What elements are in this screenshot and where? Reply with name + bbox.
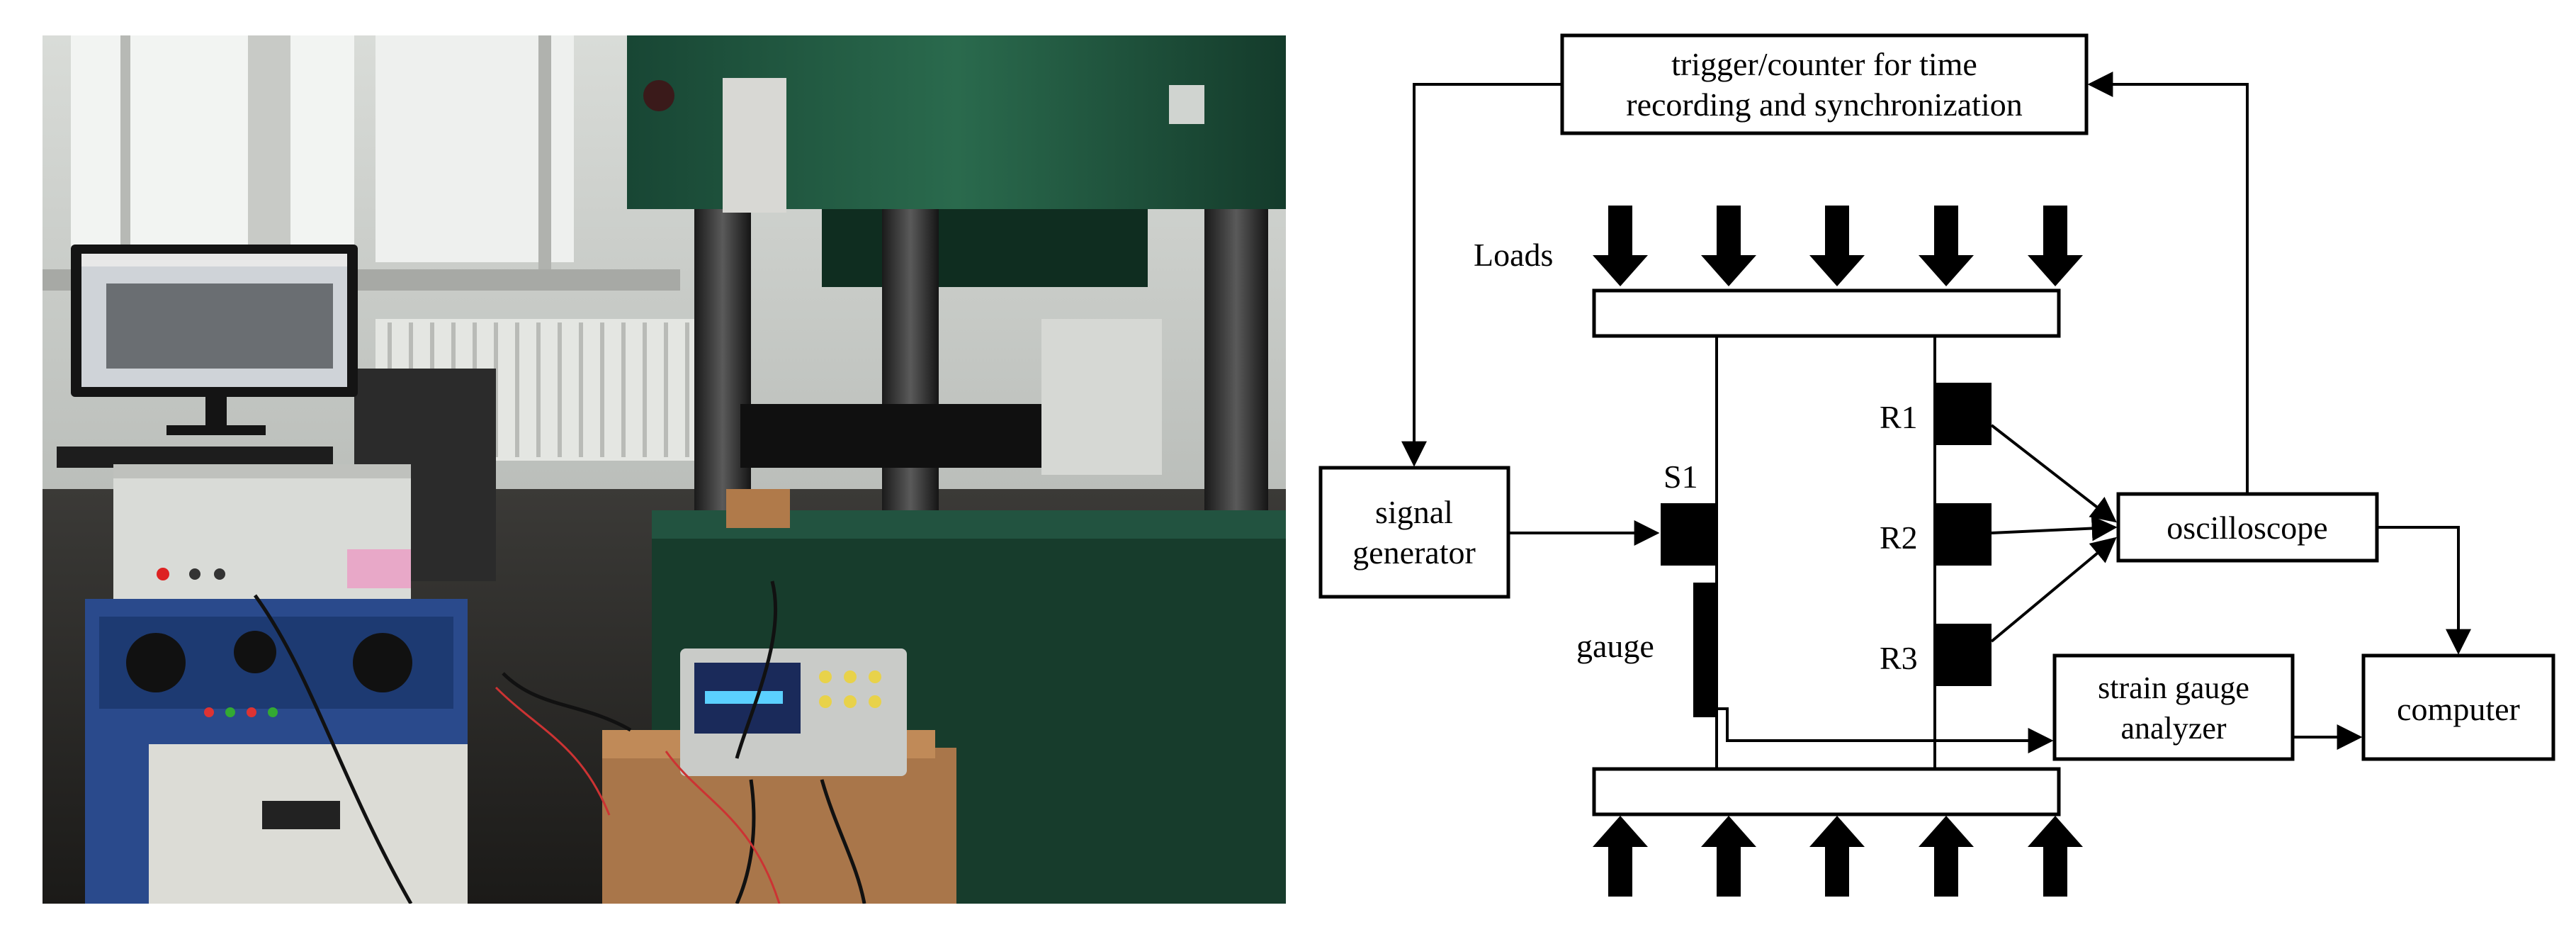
strain-analyzer-box [113,464,411,599]
signal-generator-line2: generator [1352,534,1476,571]
down-arrow-icon [1809,206,1865,286]
up-arrow-icon [1593,816,1648,897]
strain-analyzer-line1: strain gauge [2098,670,2249,705]
down-arrow-icon [1919,206,1974,286]
trigger-label-line2: recording and synchronization [1626,86,2022,123]
oscilloscope-to-trigger-arrow [2087,72,2249,494]
computer-label: computer [2397,691,2520,727]
s1-label: S1 [1663,459,1698,495]
cables [253,580,866,904]
trigger-to-generator-arrow [1401,83,1562,467]
up-arrow-icon [2028,816,2083,897]
oscilloscope-photo [680,649,907,776]
down-arrow-icon [2028,206,2083,286]
r1-label: R1 [1880,399,1918,435]
up-arrow-icon [1701,816,1756,897]
oscilloscope-box: oscilloscope [2116,492,2379,563]
monitor [71,245,358,435]
r1-receiver [1935,383,1992,445]
computer-box: computer [2361,653,2555,761]
up-arrow-icon [1809,816,1865,897]
signal-generator-box: signal generator [1318,466,1510,599]
s1-transmitter [1661,503,1717,566]
gauge-label: gauge [1576,628,1654,664]
down-arrow-icon [1593,206,1648,286]
up-arrow-icon [1919,816,1974,897]
r3-to-oscilloscope-arrow [1990,537,2117,643]
trigger-label-line1: trigger/counter for time [1671,46,1977,82]
press-machine [627,35,1286,904]
window-left [71,35,354,276]
load-arrows-top [1593,206,2083,286]
control-cabinet [85,599,468,904]
test-schematic-diagram: trigger/counter for time recording and s… [1318,33,2555,897]
strain-analyzer-line2: analyzer [2121,711,2227,746]
strain-gauge [1693,583,1717,717]
oscilloscope-label: oscilloscope [2167,510,2327,546]
load-arrows-bottom [1593,816,2083,897]
r1-to-oscilloscope-arrow [1990,424,2117,523]
strain-gauge-analyzer-box: strain gauge analyzer [2052,653,2295,761]
loads-label: Loads [1474,237,1553,273]
top-loading-plate [1592,288,2061,338]
r2-to-oscilloscope-arrow [1991,515,2118,541]
signal-generator-line1: signal [1375,494,1453,530]
oscilloscope-to-computer-arrow [2377,526,2471,655]
trigger-counter-box: trigger/counter for time recording and s… [1560,33,2089,135]
r3-receiver [1935,624,1992,686]
bottom-loading-plate [1592,767,2061,816]
r3-label: R3 [1880,640,1918,676]
gauge-to-analyzer-arrow [1717,707,2054,753]
r2-label: R2 [1880,520,1918,556]
r2-receiver [1935,503,1992,566]
down-arrow-icon [1701,206,1756,286]
lab-setup-photo [43,35,1286,904]
